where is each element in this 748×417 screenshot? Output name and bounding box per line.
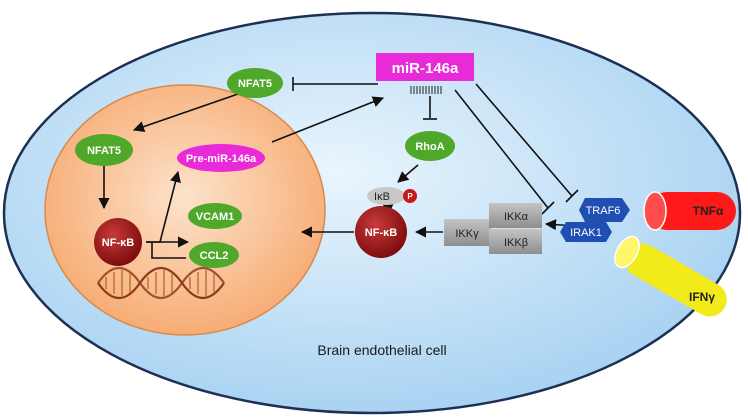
mir146a-box — [376, 53, 474, 81]
arrow-nfkb-to-ccl2 — [151, 242, 186, 259]
ikkb-box — [489, 229, 542, 254]
ikka-box — [489, 203, 542, 228]
inhibit-irak1 — [454, 89, 549, 209]
arrow-premir-to-mir — [271, 96, 385, 143]
vcam1-node — [188, 203, 242, 229]
phospho-p-label: P — [407, 192, 413, 201]
nucleus — [44, 84, 326, 336]
dna-helix-icon — [97, 266, 225, 300]
traf6-node — [579, 198, 630, 222]
vcam1-label: VCAM1 — [196, 211, 235, 223]
cell-label: Brain endothelial cell — [317, 342, 446, 358]
tnfa-label: TNFα — [693, 204, 724, 218]
nfat5-top-label: NFAT5 — [238, 78, 272, 90]
nfat5-cytoplasm-node — [227, 68, 283, 98]
rhoa-label: RhoA — [415, 141, 444, 153]
ikkg-box — [444, 219, 491, 246]
ccl2-node — [189, 242, 239, 268]
nfkb-cyto-label: NF-κB — [365, 227, 397, 239]
irak1-label: IRAK1 — [570, 227, 602, 239]
nfkb-nuc-label: NF-κB — [102, 237, 134, 249]
ikka-label: IKKα — [504, 211, 529, 223]
inhibit-traf6 — [475, 83, 573, 197]
nfkb-nucleus-node — [94, 218, 142, 266]
arrow-nfat5-to-nucleus — [132, 93, 239, 132]
pre-mir146a-node — [177, 144, 265, 172]
mir146a-label: miR-146a — [392, 60, 459, 77]
ikkg-label: IKKγ — [455, 228, 479, 240]
mir-barcode-icon — [410, 86, 442, 94]
phospho-p-icon — [403, 189, 417, 203]
ifng-receptor — [614, 235, 727, 317]
tnfa-receptor — [643, 191, 736, 231]
ccl2-label: CCL2 — [200, 250, 229, 262]
nfat5-nucleus-node — [75, 134, 133, 166]
nfat5-nuc-label: NFAT5 — [87, 145, 121, 157]
traf6-label: TRAF6 — [586, 205, 621, 217]
rhoa-node — [405, 131, 455, 161]
ikb-node — [367, 187, 405, 205]
ikb-label: IκB — [374, 191, 390, 203]
connections — [98, 77, 579, 259]
ifng-label: IFNγ — [689, 290, 715, 304]
ikk-complex — [444, 203, 542, 254]
ikkb-label: IKKβ — [504, 237, 528, 249]
arrow-rhoa-to-ikb — [397, 164, 419, 183]
irak1-node — [560, 222, 612, 242]
nfkb-cytoplasm-node — [355, 206, 407, 258]
pre-mir-label: Pre-miR-146a — [186, 153, 257, 165]
